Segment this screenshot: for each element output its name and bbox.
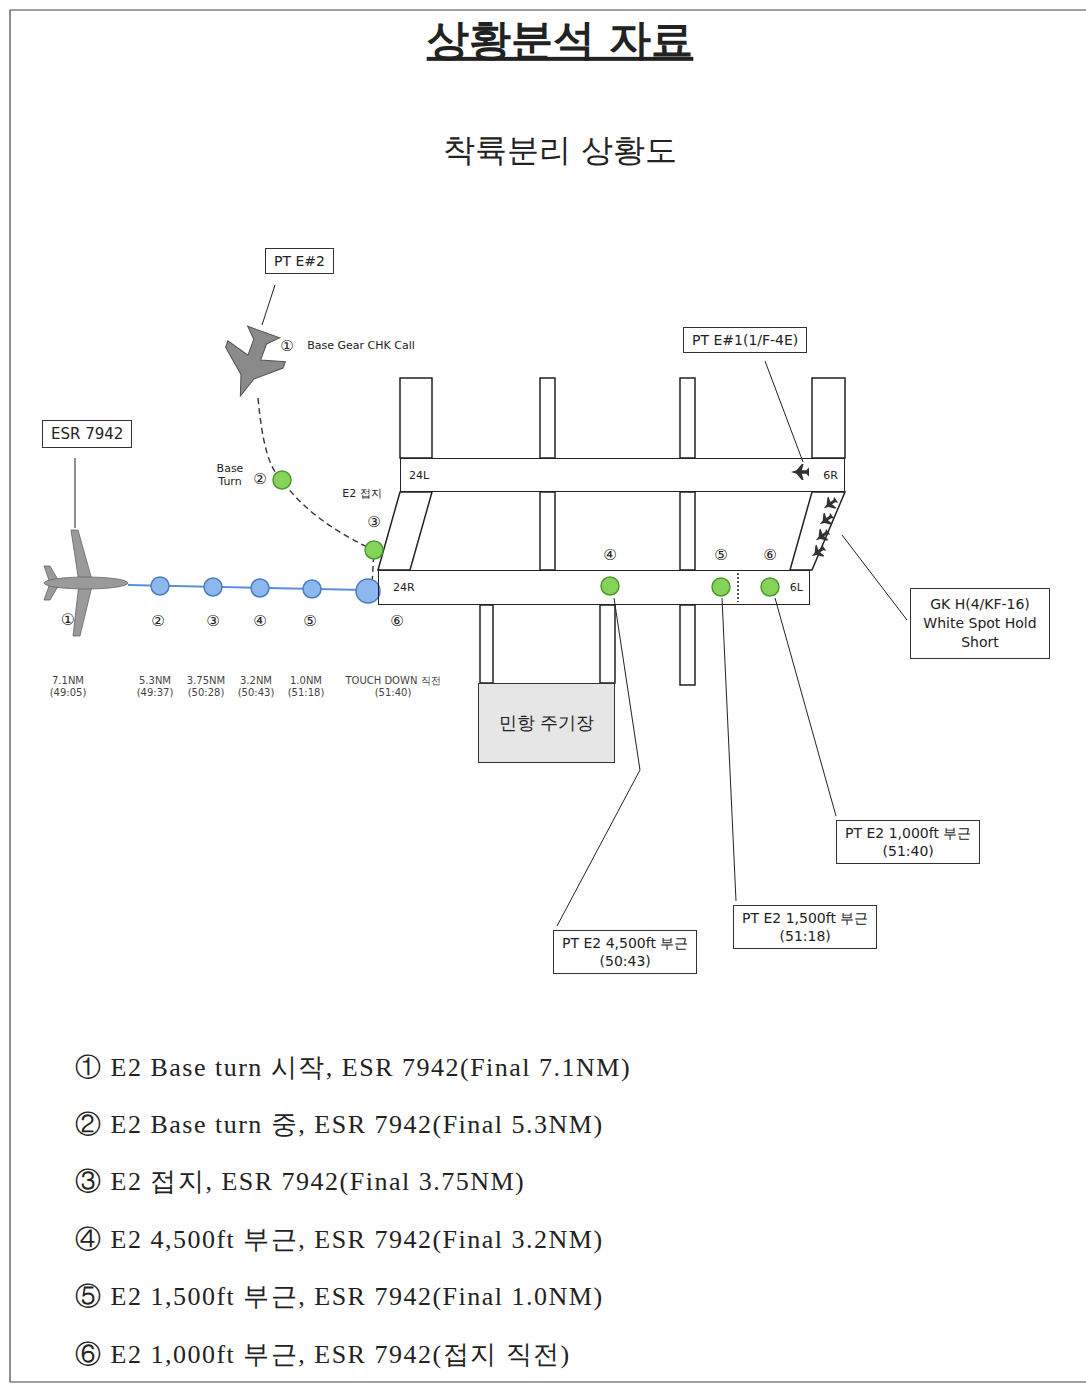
distance-label: 7.1NM (49:05): [46, 675, 90, 698]
callout-box: PT E#2: [265, 248, 334, 274]
legend-line: ④ E2 4,500ft 부근, ESR 7942(Final 3.2NM): [75, 1225, 604, 1255]
taxiways: [378, 378, 845, 685]
callout-number: ⑤: [303, 613, 316, 630]
runway-designator: 24R: [393, 581, 415, 594]
callout-number: ①: [280, 338, 293, 355]
callout-box: GK H(4/KF-16) White Spot Hold Short: [910, 588, 1050, 659]
distance-label: 3.2NM (50:43): [234, 675, 278, 698]
callout-box: PT E2 1,000ft 부근(51:40): [836, 820, 980, 864]
legend-line: ⑤ E2 1,500ft 부근, ESR 7942(Final 1.0NM): [75, 1282, 604, 1312]
runway-band: 24L 6R: [400, 458, 845, 492]
callout-number: ③: [206, 613, 219, 630]
point-label: E2 접지: [342, 488, 381, 501]
page-title: 상황분석 자료: [427, 16, 694, 64]
callout-box: PT E2 1,500ft 부근(51:18): [733, 905, 877, 949]
box-text: (51:18): [742, 928, 868, 944]
point-label: Base Turn: [213, 463, 247, 488]
callout-number: ③: [367, 514, 380, 531]
separation-mark: [737, 573, 739, 602]
callout-number: ④: [603, 547, 616, 564]
gk-aircraft: [808, 494, 840, 562]
esr-position-dots: [151, 577, 380, 603]
runway-designator: 6L: [790, 581, 803, 594]
callout-number: ②: [253, 471, 266, 488]
subtitle: 착륙분리 상황도: [443, 132, 677, 169]
box-text: PT E2 4,500ft 부근: [562, 935, 688, 953]
box-text: PT E2 1,500ft 부근: [742, 910, 868, 928]
distance-label: TOUCH DOWN 직전 (51:40): [343, 675, 443, 698]
apron-box: 민항 주기장: [478, 683, 615, 763]
box-text: GK H(4/KF-16) White Spot Hold Short: [921, 595, 1039, 652]
runway-designator: 6R: [823, 469, 838, 482]
callout-number: ⑥: [763, 547, 776, 564]
callout-number: ④: [253, 613, 266, 630]
page-frame: [9, 10, 10, 1382]
callout-box: ESR 7942: [42, 420, 132, 448]
f4e-aircraft: [791, 464, 809, 480]
distance-label: 1.0NM (51:18): [284, 675, 328, 698]
leader-lines: [75, 285, 907, 926]
esr-airliner: [44, 530, 128, 636]
page-frame: [10, 9, 1086, 10]
legend-line: ③ E2 접지, ESR 7942(Final 3.75NM): [75, 1167, 525, 1197]
call-note: Base Gear CHK Call: [307, 340, 415, 353]
page-frame: [10, 1381, 1086, 1382]
callout-number: ⑥: [390, 613, 403, 630]
callout-number: ①: [61, 611, 75, 629]
e2-position-dots: [273, 471, 779, 596]
box-text: PT E#1(1/F-4E): [692, 332, 798, 348]
e2-fighter: [212, 322, 293, 407]
callout-number: ⑤: [714, 547, 727, 564]
box-text: 민항 주기장: [499, 711, 595, 735]
callout-box: PT E2 4,500ft 부근(50:43): [553, 930, 697, 974]
box-text: PT E2 1,000ft 부근: [845, 825, 971, 843]
distance-label: 3.75NM (50:28): [183, 675, 229, 698]
runway-designator: 24L: [409, 469, 429, 482]
box-text: PT E#2: [274, 253, 325, 269]
box-text: (51:40): [845, 843, 971, 859]
callout-box: PT E#1(1/F-4E): [683, 327, 807, 353]
legend-line: ⑥ E2 1,000ft 부근, ESR 7942(접지 직전): [75, 1340, 571, 1370]
box-text: ESR 7942: [51, 425, 123, 443]
legend-line: ① E2 Base turn 시작, ESR 7942(Final 7.1NM): [75, 1053, 631, 1083]
distance-label: 5.3NM (49:37): [133, 675, 177, 698]
runway-band: 24R 6L: [378, 570, 810, 605]
legend-line: ② E2 Base turn 중, ESR 7942(Final 5.3NM): [75, 1110, 604, 1140]
box-text: (50:43): [562, 953, 688, 969]
callout-number: ②: [151, 613, 164, 630]
